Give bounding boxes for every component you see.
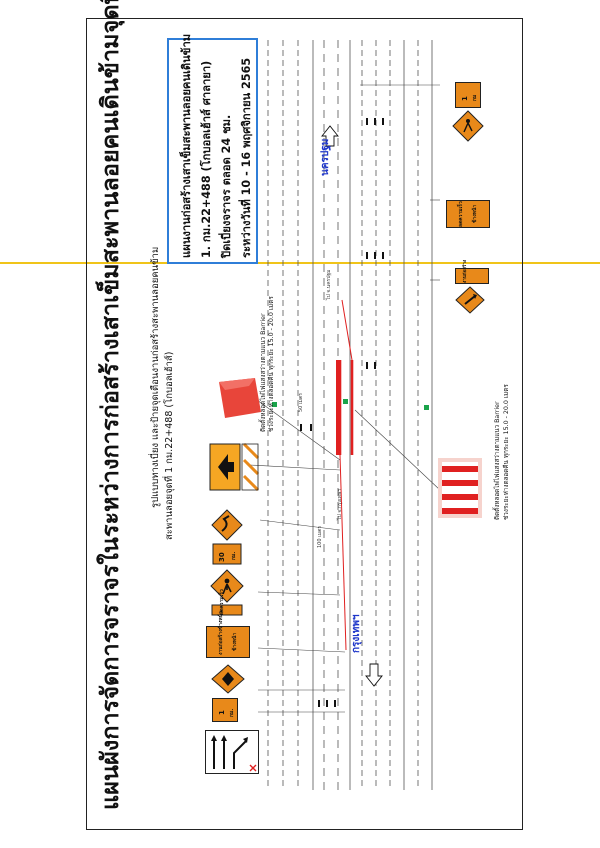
direction-nakhon-pathom: นครปฐม	[320, 138, 331, 176]
note-top-line-2: ช่วงระยะห่างตลอดคืน ทุกระยะ 15.0 - 20.0 …	[268, 296, 275, 432]
note-bottom-line-2: ช่วงระยะห่างตลอดคืน ทุกระยะ 15.0 - 20.0 …	[503, 384, 510, 520]
workers-ahead-sign: ลดความเร็ว	[209, 568, 245, 616]
right-small-sign: งานก่อสร้าง	[455, 260, 489, 284]
upper-right-distance-sign: 1 กม	[455, 82, 481, 108]
arrow-up-direction	[321, 125, 339, 147]
green-marker-1	[272, 402, 277, 407]
diamond-warning-sign	[211, 664, 245, 694]
speed-value: 30	[218, 552, 226, 562]
barrier-photo-2-icon	[438, 458, 482, 518]
info-line-1: แผนงานก่อสร้างเสาเข็มสะพานลอยคนเดินข้าม	[180, 33, 193, 258]
right-diamond-sign	[455, 286, 485, 314]
distance-100m: 100 เมตร	[317, 525, 323, 548]
info-line-2: 1. กม.22+488 (โกบอลเฮ้าส์ ศาลายา)	[200, 60, 213, 258]
barricade-arrow-sign	[208, 442, 260, 492]
right-board-label: ลดความเร็ว	[458, 201, 464, 227]
curve-speed-sign: 30 กม.	[210, 508, 244, 566]
info-line-3: ปิดเบี่ยงจราจร ตลอด 24 ชม.	[220, 114, 233, 258]
schedule-info-box: แผนงานก่อสร้างเสาเข็มสะพานลอยคนเดินข้าม …	[167, 34, 258, 264]
right-small-label: งานก่อสร้าง	[463, 259, 468, 283]
distance-50m: 50 เมตร	[298, 393, 304, 412]
upper-right-distance-value: 1	[461, 96, 469, 101]
lane-label-up: ไป จ.นครปฐม	[326, 269, 332, 300]
green-marker-2	[343, 399, 348, 404]
barrier-photo-icon	[215, 376, 263, 420]
upper-right-distance-unit: กม	[472, 94, 478, 101]
arrow-down-direction	[365, 663, 383, 687]
scan-fold-line	[0, 262, 600, 264]
construction-ahead-label: งานก่อสร้างข้างหน้า	[218, 611, 224, 655]
lane-label-down: ไป จ.กรุงเทพฯ	[337, 488, 343, 520]
info-line-4: ระหว่างวันที่ 10 - 16 พฤศจิกายน 2565	[240, 57, 253, 258]
construction-ahead-label-2: ข้างหน้า	[232, 632, 238, 651]
lane-merge-sign	[205, 730, 259, 774]
upper-right-warning-sign	[452, 110, 484, 142]
distance-1km-value: 1	[218, 710, 226, 715]
green-marker-3	[424, 405, 429, 410]
distance-1km-sign: 1 กม.	[212, 698, 238, 722]
construction-ahead-sign: งานก่อสร้างข้างหน้า ข้างหน้า	[206, 611, 250, 658]
distance-1km-unit: กม.	[229, 708, 235, 717]
speed-unit: กม.	[231, 551, 237, 560]
right-board-sign: ลดความเร็ว ข้างหน้า	[446, 200, 490, 228]
direction-bangkok: กรุงเทพฯ	[351, 614, 362, 653]
drawing-frame	[86, 18, 523, 830]
right-board-label-2: ข้างหน้า	[472, 204, 478, 223]
